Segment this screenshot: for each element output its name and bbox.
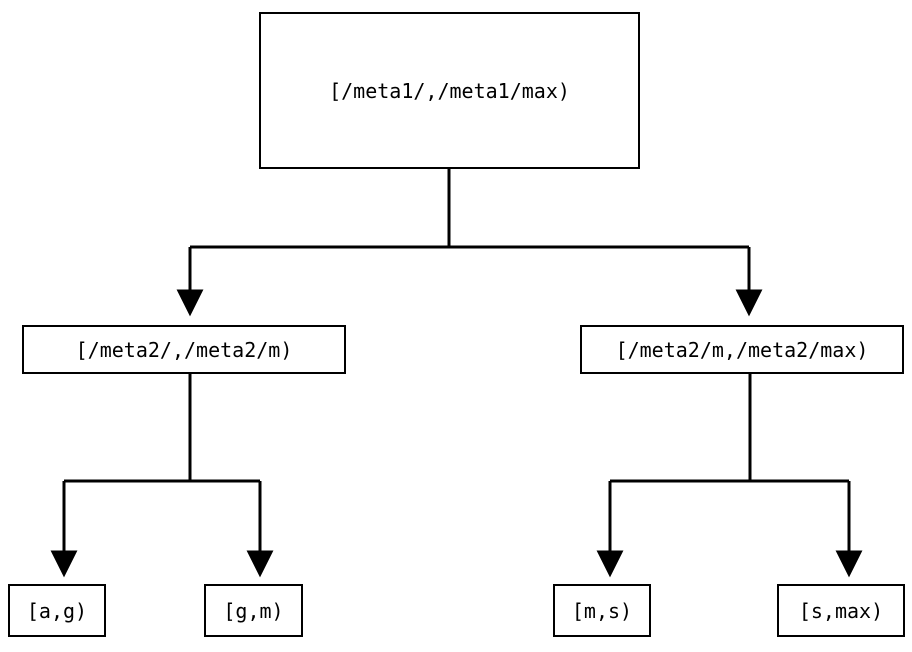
node-root-label: [/meta1/,/meta1/max) xyxy=(329,78,570,103)
node-leaf-a-g[interactable]: [a,g) xyxy=(8,584,106,637)
node-mid-right-label: [/meta2/m,/meta2/max) xyxy=(615,337,869,362)
node-mid-right[interactable]: [/meta2/m,/meta2/max) xyxy=(580,325,904,374)
node-mid-left[interactable]: [/meta2/,/meta2/m) xyxy=(22,325,346,374)
node-mid-left-label: [/meta2/,/meta2/m) xyxy=(75,337,293,362)
node-leaf-s-max[interactable]: [s,max) xyxy=(777,584,905,637)
edge-mid-right-to-leaves xyxy=(596,374,863,578)
node-leaf-s-max-label: [s,max) xyxy=(798,598,884,623)
edge-mid-left-to-leaves xyxy=(50,374,274,578)
node-leaf-m-s-label: [m,s) xyxy=(571,598,633,623)
node-leaf-a-g-label: [a,g) xyxy=(26,598,88,623)
node-leaf-g-m[interactable]: [g,m) xyxy=(204,584,303,637)
node-root[interactable]: [/meta1/,/meta1/max) xyxy=(259,12,640,169)
node-leaf-m-s[interactable]: [m,s) xyxy=(553,584,651,637)
node-leaf-g-m-label: [g,m) xyxy=(223,598,284,623)
edge-root-to-middle-level xyxy=(176,169,763,317)
